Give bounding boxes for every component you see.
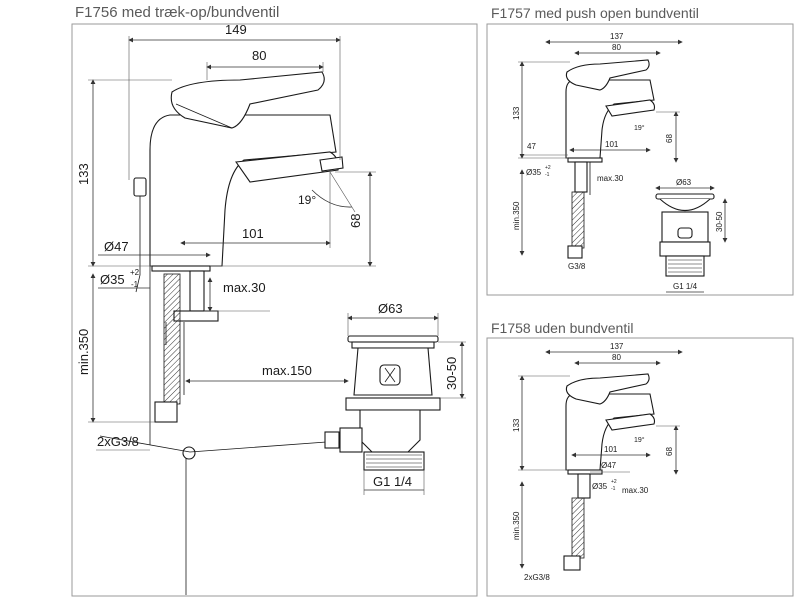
- dim-min350: min.350: [512, 511, 521, 540]
- dim-max30: max.30: [622, 486, 649, 495]
- dim-reach: 101: [604, 445, 618, 454]
- dim-height: 133: [512, 106, 521, 120]
- panel-frame: [486, 23, 794, 296]
- dim-connection: 2xG3/8: [524, 573, 550, 582]
- dim-hole-tol-plus: +2: [545, 165, 551, 171]
- dim-spout-height: 68: [665, 447, 674, 456]
- dim-connection: G3/8: [568, 262, 586, 271]
- panel-frame: [486, 337, 794, 597]
- dim-max30: max.30: [597, 174, 624, 183]
- panel-title: F1756 med træk-op/bundventil: [75, 4, 279, 21]
- dim-base-dia: Ø47: [601, 461, 617, 470]
- dim-hole-tol-minus: -1: [131, 280, 139, 289]
- dim-handle: 80: [252, 48, 266, 63]
- dimensions-main: 149 80 133 68 101 19° Ø47 Ø35 +2 -: [76, 22, 466, 495]
- dim-connection: 2xG3/8: [97, 434, 139, 449]
- dim-hole-dia: Ø35: [592, 482, 608, 491]
- dim-min350: min.350: [512, 201, 521, 230]
- panel-title: F1758 uden bundventil: [491, 320, 633, 336]
- dim-reach: 101: [242, 226, 264, 241]
- dim-angle: 19°: [634, 436, 645, 444]
- dim-base-dia: Ø47: [104, 239, 129, 254]
- dim-reach: 101: [605, 140, 619, 149]
- dim-hole-tol-minus: -1: [611, 486, 616, 492]
- dim-hole-dia: Ø35: [526, 168, 542, 177]
- dim-max150: max.150: [262, 363, 312, 378]
- dim-width-total: 137: [610, 342, 624, 351]
- dim-waste-height: 30-50: [715, 211, 724, 232]
- faucet-push: [565, 59, 656, 259]
- dim-handle: 80: [612, 43, 621, 52]
- waste-valve-push: [655, 193, 715, 277]
- dim-spout-height: 68: [348, 214, 363, 228]
- dim-hole-tol-plus: +2: [611, 479, 617, 485]
- dim-hole-tol-minus: -1: [545, 172, 550, 178]
- dim-angle: 19°: [298, 193, 316, 207]
- faucet-main: [133, 71, 344, 293]
- dim-min350: min.350: [76, 329, 91, 375]
- dim-width-total: 137: [610, 32, 624, 41]
- panel-title: F1757 med push open bundventil: [491, 5, 699, 21]
- panel-f1758: F1758 uden bundventil 137 80 133 68 101 …: [486, 320, 794, 597]
- faucet-plain: [563, 373, 656, 571]
- dim-height: 133: [76, 163, 91, 185]
- shank-assembly: [99, 260, 341, 595]
- panel-f1757: F1757 med push open bundventil 137 80: [486, 5, 794, 296]
- dim-spout-height: 68: [665, 134, 674, 143]
- dim-hole-dia: Ø35: [100, 272, 125, 287]
- dim-base-dia: 47: [527, 142, 536, 151]
- dim-hole-tol-plus: +2: [130, 268, 140, 277]
- dim-thread: G1 1/4: [673, 282, 698, 291]
- dim-waste-dia: Ø63: [676, 178, 692, 187]
- dim-height: 133: [512, 418, 521, 432]
- panel-f1756: F1756 med træk-op/bundventil: [71, 4, 478, 597]
- dimensions-plain: 137 80 133 68 101 19° Ø47 Ø35 +2 -1 max.…: [512, 342, 683, 582]
- waste-valve-main: [324, 335, 441, 471]
- dim-waste-dia: Ø63: [378, 301, 403, 316]
- dimensions-push: 137 80 133 68 101 19° 47 Ø35 +2 -1 max.3…: [512, 32, 728, 293]
- dim-angle: 19°: [634, 124, 645, 132]
- dim-width-total: 149: [225, 22, 247, 37]
- dim-waste-height: 30-50: [444, 357, 459, 390]
- panel-frame: [71, 23, 478, 597]
- dim-max30: max.30: [223, 280, 266, 295]
- dim-handle: 80: [612, 353, 621, 362]
- dim-thread: G1 1/4: [373, 474, 412, 489]
